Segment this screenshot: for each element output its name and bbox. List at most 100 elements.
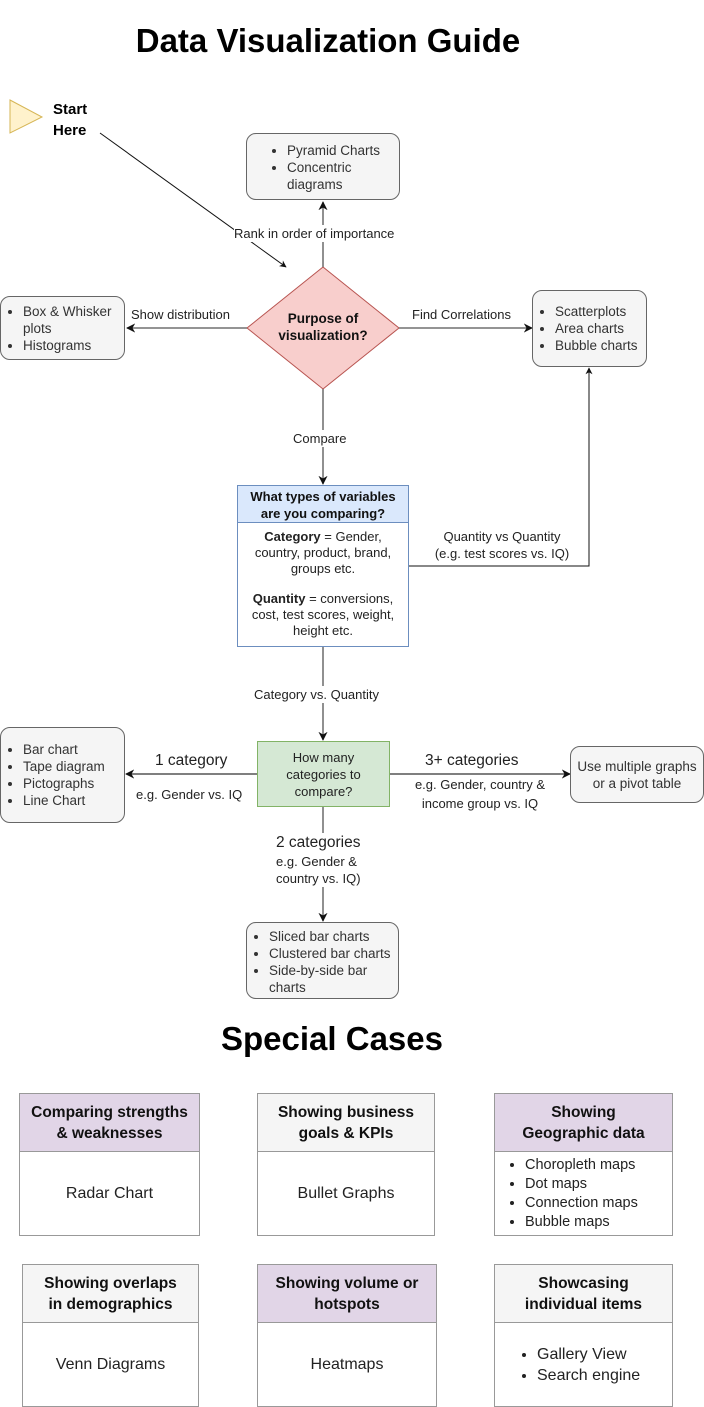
correlations-item: Scatterplots: [555, 303, 642, 320]
special-case-item: Bubble maps: [525, 1213, 672, 1232]
special-case-body: Bullet Graphs: [297, 1185, 395, 1202]
category-term: Category: [264, 529, 321, 544]
quantity-def-3: height etc.: [293, 623, 353, 638]
two-category-item: Sliced bar charts: [269, 928, 396, 945]
two-category-item: Side-by-side bar: [269, 962, 396, 979]
correlations-item: Bubble charts: [555, 337, 642, 354]
edge-label-two-categories: 2 categories e.g. Gender & country vs. I…: [272, 833, 365, 887]
quantity-def-2: cost, test scores, weight,: [251, 607, 395, 622]
start-triangle-icon: [9, 99, 44, 134]
special-case-item: Connection maps: [525, 1194, 672, 1213]
edge-label-one-category: 1 category: [155, 752, 228, 769]
start-label-line1: Start: [53, 101, 88, 118]
quantity-def-1: = conversions,: [305, 591, 394, 606]
edge-label-correlations: Find Correlations: [412, 307, 511, 322]
rank-box[interactable]: Pyramid Charts Concentric diagrams: [246, 133, 400, 200]
how-many-line1: How many: [292, 750, 355, 765]
header-line: & weaknesses: [56, 1124, 163, 1142]
one-category-box[interactable]: Bar chart Tape diagram Pictographs Line …: [0, 727, 125, 823]
variables-box[interactable]: What types of variables are you comparin…: [237, 485, 409, 647]
header-line: Showing volume or: [275, 1274, 419, 1292]
header-line: in demographics: [48, 1295, 173, 1313]
edge-label-three-categories-example: e.g. Gender, country & income group vs. …: [405, 776, 555, 812]
rank-item: Concentric: [287, 159, 393, 176]
special-case-body: Heatmaps: [310, 1356, 384, 1373]
edge-label-qvq: Quantity vs Quantity (e.g. test scores v…: [426, 528, 578, 562]
how-many-line3: compare?: [294, 784, 353, 799]
two-cat-line: 2 categories: [276, 834, 361, 851]
two-categories-box[interactable]: Sliced bar charts Clustered bar charts S…: [246, 922, 399, 999]
start-label: Start Here: [53, 99, 87, 141]
one-category-item: Pictographs: [23, 775, 120, 792]
header-line: Comparing strengths: [31, 1103, 188, 1121]
variables-header-line1: What types of variables: [250, 489, 396, 504]
header-line: Showing: [551, 1103, 616, 1121]
correlations-item: Area charts: [555, 320, 642, 337]
one-category-item: Line Chart: [23, 792, 120, 809]
special-case-card[interactable]: Showcasing individual items Gallery View …: [494, 1264, 673, 1407]
purpose-decision-text: Purpose of visualization?: [257, 310, 389, 344]
special-case-body: Choropleth maps Dot maps Connection maps…: [495, 1152, 672, 1236]
correlations-box[interactable]: Scatterplots Area charts Bubble charts: [532, 290, 647, 367]
special-case-card[interactable]: Comparing strengths & weaknesses Radar Ch…: [19, 1093, 200, 1236]
variables-body: Category = Gender, country, product, bra…: [238, 523, 408, 639]
one-category-item: Bar chart: [23, 741, 120, 758]
special-case-item: Choropleth maps: [525, 1156, 672, 1175]
purpose-line2: visualization?: [278, 328, 368, 343]
special-case-body: Gallery View Search engine: [495, 1323, 672, 1407]
header-line: goals & KPIs: [298, 1124, 394, 1142]
edge-label-compare: Compare: [293, 430, 347, 447]
distribution-item: Histograms: [23, 337, 120, 354]
category-def-3: groups etc.: [290, 561, 356, 576]
distribution-item-cont: plots: [23, 321, 52, 336]
edge-start-to-purpose: [99, 132, 287, 268]
one-category-item: Tape diagram: [23, 758, 120, 775]
edge-label-one-category-example: e.g. Gender vs. IQ: [136, 787, 243, 802]
special-case-body: Venn Diagrams: [55, 1356, 166, 1373]
edge-label-rank: Rank in order of importance: [234, 225, 395, 242]
special-case-header: Showcasing individual items: [495, 1265, 672, 1323]
rank-item: Pyramid Charts: [287, 142, 393, 159]
header-line: hotspots: [314, 1295, 380, 1313]
variables-header: What types of variables are you comparin…: [238, 486, 408, 523]
two-cat-eg-line1: e.g. Gender &: [276, 854, 357, 869]
header-line: Geographic data: [522, 1124, 645, 1142]
distribution-box[interactable]: Box & Whisker plots Histograms: [0, 296, 125, 360]
two-category-item-cont: charts: [269, 980, 306, 995]
quantity-definition: Quantity = conversions, cost, test score…: [238, 591, 408, 639]
special-case-body: Radar Chart: [65, 1185, 154, 1202]
distribution-item: Box & Whisker: [23, 303, 120, 320]
special-case-item: Dot maps: [525, 1175, 672, 1194]
multiple-graphs-box[interactable]: Use multiple graphs or a pivot table: [570, 746, 704, 803]
multi-line2: or a pivot table: [592, 776, 682, 791]
special-case-header: Showing volume or hotspots: [258, 1265, 436, 1323]
special-case-item: Gallery View: [537, 1344, 672, 1365]
purpose-line1: Purpose of: [287, 311, 359, 326]
edge-label-distribution: Show distribution: [131, 307, 230, 322]
category-def-2: country, product, brand,: [254, 545, 392, 560]
header-line: individual items: [524, 1295, 643, 1313]
three-cat-eg-line2: income group vs. IQ: [421, 796, 539, 811]
category-def-1: = Gender,: [320, 529, 382, 544]
start-label-line2: Here: [53, 122, 87, 139]
header-line: Showcasing: [538, 1274, 629, 1292]
category-definition: Category = Gender, country, product, bra…: [238, 529, 408, 577]
multi-line1: Use multiple graphs: [577, 759, 697, 774]
qvq-line1: Quantity vs Quantity: [443, 529, 561, 544]
special-case-header: Comparing strengths & weaknesses: [20, 1094, 199, 1152]
special-case-card[interactable]: Showing volume or hotspots Heatmaps: [257, 1264, 437, 1407]
quantity-term: Quantity: [252, 591, 306, 606]
edge-qvq-to-correlations: [409, 367, 593, 567]
how-many-box[interactable]: How many categories to compare?: [257, 741, 390, 807]
two-category-item: Clustered bar charts: [269, 945, 396, 962]
two-cat-eg-line2: country vs. IQ): [276, 871, 361, 886]
variables-header-line2: are you comparing?: [260, 506, 386, 521]
how-many-line2: categories to: [286, 767, 361, 782]
edge-label-cvq: Category vs. Quantity: [254, 686, 379, 703]
